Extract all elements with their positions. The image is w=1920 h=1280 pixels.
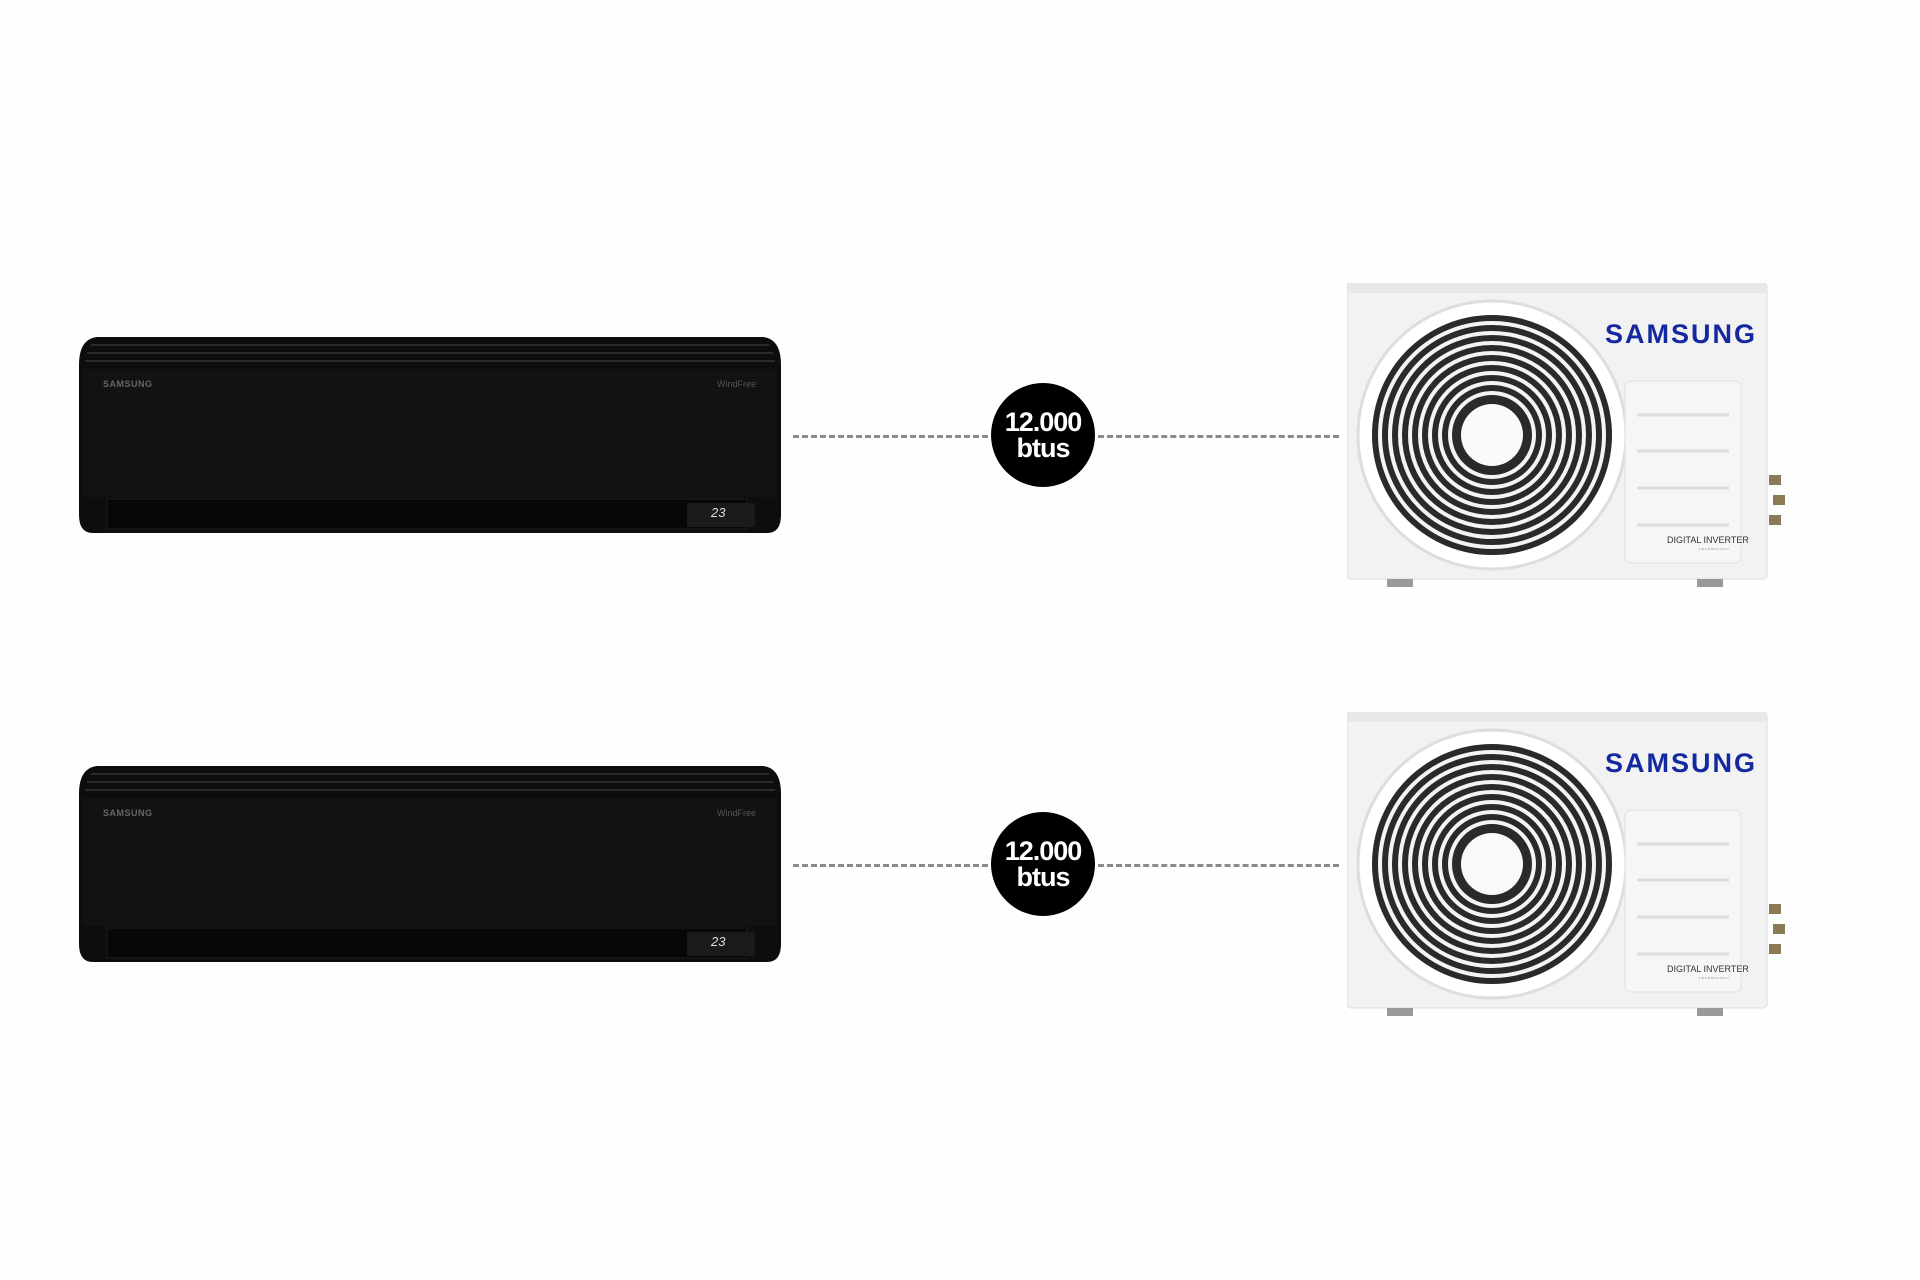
indoor-model: WindFree	[717, 808, 757, 818]
outdoor-label: DIGITAL INVERTER	[1667, 964, 1749, 974]
indoor-unit: SAMSUNG WindFree 23	[77, 764, 783, 964]
connection-line-right	[1098, 435, 1339, 438]
indoor-model: WindFree	[717, 379, 757, 389]
outdoor-brand-logo: SAMSUNG	[1605, 319, 1758, 349]
outdoor-sublabel: TECHNOLOGY	[1699, 976, 1731, 980]
ac-pair-row: SAMSUNG WindFree 23 12.000 btus SAMSUNG …	[0, 282, 1920, 603]
capacity-value: 12.000	[1004, 407, 1083, 437]
outdoor-sublabel: TECHNOLOGY	[1699, 547, 1731, 551]
temperature-display: 23	[711, 934, 726, 949]
indoor-unit: SAMSUNG WindFree 23	[77, 335, 783, 535]
connection-line-left	[793, 864, 988, 867]
capacity-value: 12.000	[1004, 836, 1083, 866]
outdoor-unit: SAMSUNG DIGITAL INVERTER TECHNOLOGY	[1346, 711, 1787, 1022]
capacity-badge: 12.000 btus	[991, 812, 1095, 916]
outdoor-brand-logo: SAMSUNG	[1605, 748, 1758, 778]
outdoor-unit: SAMSUNG DIGITAL INVERTER TECHNOLOGY	[1346, 282, 1787, 593]
connection-line-left	[793, 435, 988, 438]
outdoor-unit-illustration	[1346, 711, 1785, 1016]
outdoor-unit-illustration	[1346, 282, 1785, 587]
temperature-display: 23	[711, 505, 726, 520]
capacity-unit: btus	[1016, 433, 1071, 463]
outdoor-label: DIGITAL INVERTER	[1667, 535, 1749, 545]
indoor-brand: SAMSUNG	[103, 379, 153, 389]
ac-pair-row: SAMSUNG WindFree 23 12.000 btus SAMSUNG …	[0, 711, 1920, 1032]
capacity-unit: btus	[1016, 862, 1071, 892]
capacity-badge: 12.000 btus	[991, 383, 1095, 487]
indoor-brand: SAMSUNG	[103, 808, 153, 818]
connection-line-right	[1098, 864, 1339, 867]
indoor-unit-illustration	[79, 766, 781, 962]
indoor-unit-illustration	[79, 337, 781, 533]
